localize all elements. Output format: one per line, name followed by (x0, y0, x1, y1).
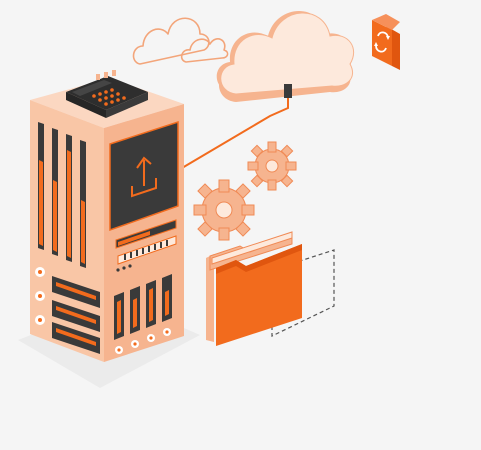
cable-icon (181, 84, 292, 169)
sync-badge-icon (372, 14, 400, 70)
keypad-icon (66, 70, 148, 118)
server-tower-icon (30, 78, 184, 362)
gear-icon (247, 141, 297, 191)
upload-screen-icon (109, 120, 179, 232)
outline-cloud-icon (132, 17, 229, 65)
folder-icon (206, 231, 302, 346)
cloud-icon (216, 10, 355, 102)
gear-icon (193, 179, 255, 241)
